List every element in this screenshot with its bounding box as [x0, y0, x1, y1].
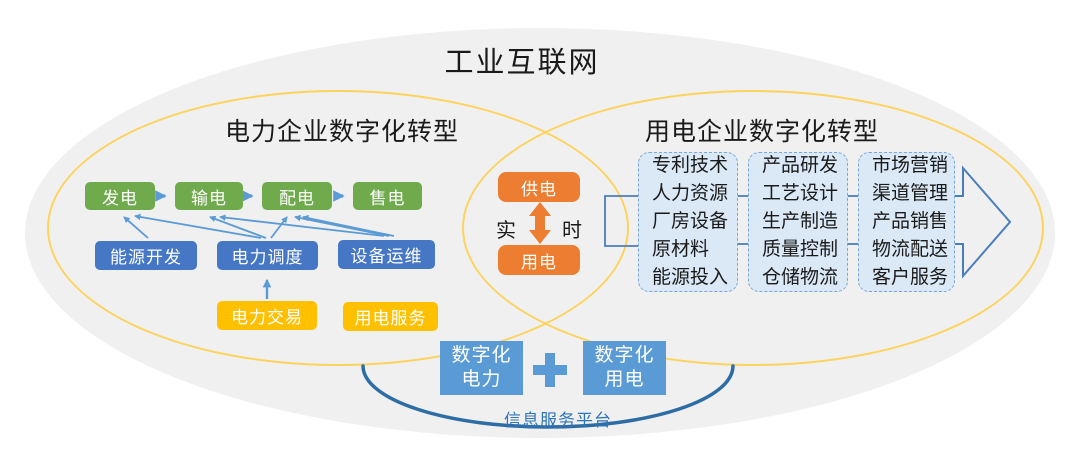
plus-icon — [533, 353, 567, 387]
digital-power-box: 数字化 电力 — [440, 341, 523, 395]
stage-line: 质量控制 — [762, 239, 839, 260]
stage-line: 人力资源 — [652, 183, 729, 204]
stage-line: 仓储物流 — [762, 267, 839, 288]
stage-box-sales: 市场营销 渠道管理 产品销售 物流配送 客户服务 — [858, 152, 955, 292]
stage-line: 客户服务 — [872, 267, 949, 288]
stage-line: 生产制造 — [762, 211, 839, 232]
chain-node-retail: 售电 — [353, 182, 422, 210]
realtime-label-right: 时 — [562, 220, 582, 242]
realtime-label-left: 实 — [496, 220, 516, 242]
support-node-maintenance: 设备运维 — [338, 240, 435, 269]
stage-line: 厂房设备 — [652, 211, 729, 232]
stage-line: 物流配送 — [872, 239, 949, 260]
digital-power-line2: 电力 — [461, 369, 502, 390]
stage-line: 原材料 — [652, 239, 710, 260]
platform-label: 信息服务平台 — [504, 411, 612, 430]
consumer-enterprise-ellipse — [462, 90, 1044, 366]
diagram-title: 工业互联网 — [444, 47, 600, 79]
consumer-enterprise-title: 用电企业数字化转型 — [644, 118, 879, 146]
chain-node-distribution: 配电 — [262, 182, 332, 210]
chain-node-transmission: 输电 — [175, 182, 243, 210]
stage-box-inputs: 专利技术 人力资源 厂房设备 原材料 能源投入 — [638, 152, 738, 292]
stage-line: 专利技术 — [652, 155, 729, 176]
stage-line: 市场营销 — [872, 155, 949, 176]
digital-consumption-line1: 数字化 — [594, 345, 655, 366]
digital-consumption-line2: 用电 — [604, 369, 645, 390]
market-node-trade: 电力交易 — [217, 301, 317, 330]
market-node-service: 用电服务 — [343, 302, 438, 331]
stage-line: 工艺设计 — [762, 183, 839, 204]
digital-power-line1: 数字化 — [451, 345, 512, 366]
chain-node-generation: 发电 — [85, 182, 155, 210]
stage-box-production: 产品研发 工艺设计 生产制造 质量控制 仓储物流 — [748, 152, 848, 292]
stage-line: 渠道管理 — [872, 183, 949, 204]
stage-line: 产品销售 — [872, 211, 949, 232]
support-node-energy-dev: 能源开发 — [95, 241, 197, 270]
stage-line: 产品研发 — [762, 155, 839, 176]
support-node-dispatch: 电力调度 — [217, 241, 318, 270]
digital-consumption-box: 数字化 用电 — [583, 341, 666, 395]
demand-node: 用电 — [498, 245, 580, 275]
stage-line: 能源投入 — [652, 267, 729, 288]
supply-node: 供电 — [498, 172, 580, 202]
power-enterprise-title: 电力企业数字化转型 — [224, 118, 459, 146]
